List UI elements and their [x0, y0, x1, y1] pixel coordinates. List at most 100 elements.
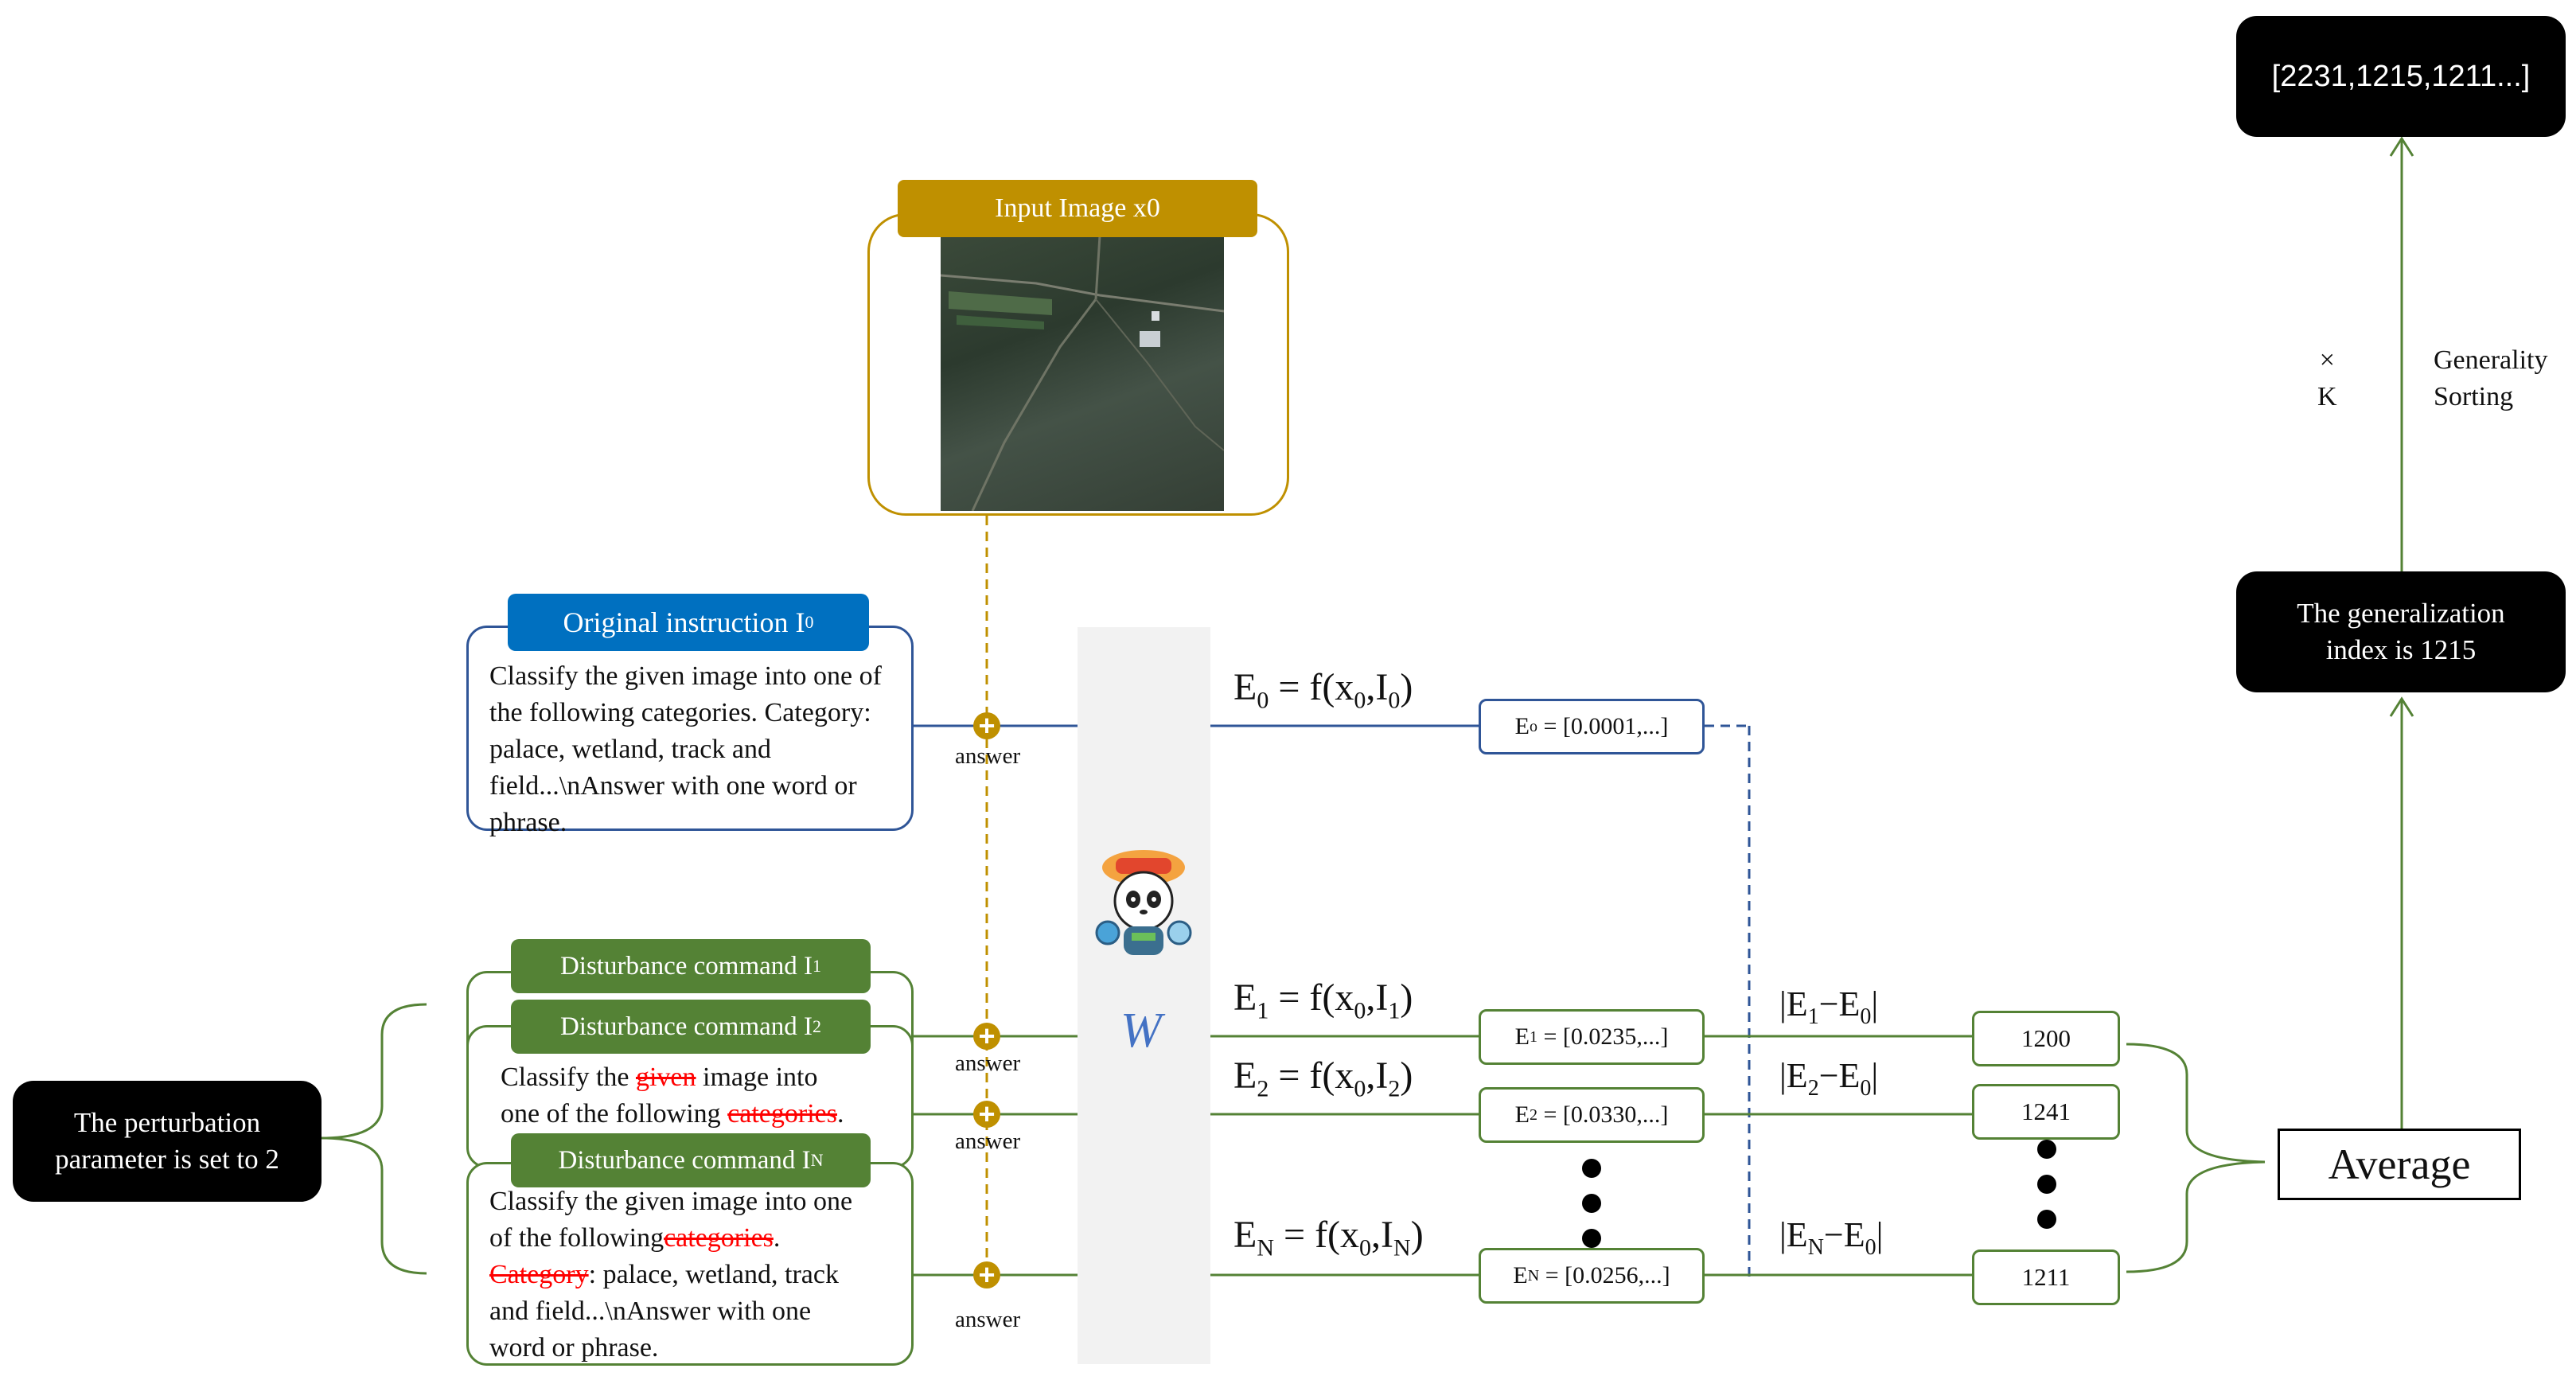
- diff2-sub: 2: [1807, 1075, 1819, 1101]
- ellipsis-dot: [2037, 1210, 2056, 1229]
- ellipsis-dot: [2037, 1175, 2056, 1194]
- times-k-label: × K: [2317, 342, 2337, 415]
- eqn-e: E: [1233, 1214, 1257, 1256]
- answer-label-n: answer: [955, 1307, 1021, 1332]
- eq2-close: ): [1400, 1055, 1413, 1097]
- eq1-i: ,I: [1366, 977, 1389, 1019]
- answer-label-2: answer: [955, 1129, 1021, 1154]
- score-box-1: 1200: [1972, 1011, 2120, 1066]
- average-box: Average: [2278, 1129, 2521, 1200]
- eqn-isub: N: [1393, 1234, 1411, 1261]
- sorting-text: Sorting: [2434, 382, 2514, 411]
- equation-2: E2 = f(x0,I2): [1233, 1054, 1413, 1103]
- dn-line3: Category: palace, wetland, track: [489, 1257, 898, 1293]
- emb1-val: = [0.0235,...]: [1543, 1023, 1669, 1050]
- score-box-n: 1211: [1972, 1249, 2120, 1305]
- model-label: W: [1120, 1004, 1162, 1058]
- perturbation-text: The perturbation parameter is set to 2: [55, 1107, 279, 1175]
- dh2-text: Disturbance command I: [559, 1012, 813, 1041]
- eq1-close: ): [1400, 977, 1413, 1019]
- d2-text-a: Classify the: [501, 1062, 629, 1092]
- eq2-i: ,I: [1366, 1055, 1389, 1097]
- eqn-rest: = f(x: [1274, 1214, 1360, 1256]
- ellipsis-dot: [1582, 1194, 1601, 1213]
- original-header-sub: 0: [805, 612, 814, 632]
- d2-text-c: one of the following: [501, 1099, 721, 1129]
- eqn-sub: N: [1257, 1234, 1274, 1261]
- perturbation-label: The perturbation parameter is set to 2: [13, 1081, 322, 1202]
- eq0-isub: 0: [1388, 687, 1401, 714]
- embn-val: = [0.0256,...]: [1545, 1262, 1670, 1288]
- panda-mascot-icon: [1084, 844, 1203, 963]
- score-box-2: 1241: [1972, 1084, 2120, 1140]
- k-symbol: K: [2317, 382, 2337, 411]
- emb1-sub: 1: [1529, 1027, 1537, 1046]
- eqn-close: ): [1410, 1214, 1424, 1256]
- d2-strike-given: given: [635, 1062, 696, 1092]
- diffn-mid: −E: [1823, 1215, 1865, 1254]
- generalization-index-box: The generalization index is 1215: [2236, 571, 2566, 692]
- dh1-text: Disturbance command I: [559, 951, 813, 980]
- eqn-x: 0: [1359, 1234, 1372, 1261]
- eq1-x: 0: [1354, 997, 1366, 1024]
- eq0-x: 0: [1354, 687, 1366, 714]
- diffn-sub0: 0: [1865, 1234, 1876, 1260]
- input-image-label: Input Image x0: [898, 180, 1257, 237]
- eq1-isub: 1: [1388, 997, 1401, 1024]
- equation-n: EN = f(x0,IN): [1233, 1213, 1424, 1262]
- diff2-post: |: [1871, 1056, 1879, 1095]
- eq0-close: ): [1400, 666, 1413, 708]
- emb0-val: = [0.0001,...]: [1543, 713, 1669, 739]
- dhn-text: Disturbance command I: [558, 1145, 811, 1175]
- plus-icon: +: [973, 711, 1000, 740]
- diff1-sub: 1: [1807, 1004, 1819, 1029]
- diff2-mid: −E: [1818, 1056, 1861, 1095]
- generality-sorting-label: Generality Sorting: [2434, 342, 2548, 415]
- eq1-rest: = f(x: [1269, 977, 1354, 1019]
- eq2-e: E: [1233, 1055, 1257, 1097]
- dn-strike-category: Category: [489, 1260, 589, 1289]
- dn-text-a: of the following: [489, 1223, 664, 1253]
- emb2-e: E: [1514, 1101, 1530, 1128]
- diffn-pre: |E: [1779, 1215, 1808, 1254]
- emb2-val: = [0.0330,...]: [1543, 1101, 1669, 1128]
- eq0-e: E: [1233, 666, 1257, 708]
- dn-text-b: .: [773, 1223, 781, 1253]
- eq0-i: ,I: [1366, 666, 1389, 708]
- original-instruction-box: Classify the given image into one of the…: [466, 626, 914, 837]
- emb0-sub: o: [1529, 717, 1537, 735]
- plus-icon: +: [973, 1100, 1000, 1129]
- ellipsis-dot: [2037, 1140, 2056, 1159]
- diffn-sub: N: [1807, 1234, 1824, 1260]
- satellite-image: [941, 236, 1224, 511]
- d2-text-b: image into: [703, 1062, 818, 1092]
- emb0-e: E: [1514, 713, 1530, 739]
- diff1-pre: |E: [1779, 984, 1808, 1023]
- disturbance-box-n: Classify the given image into one of the…: [466, 1162, 914, 1366]
- eq2-sub: 2: [1257, 1075, 1269, 1102]
- ellipsis-dot: [1582, 1159, 1601, 1178]
- eqn-i: ,I: [1371, 1214, 1394, 1256]
- diffn-post: |: [1876, 1215, 1884, 1254]
- times-symbol: ×: [2319, 345, 2335, 375]
- dn-line1: Classify the given image into one: [489, 1187, 853, 1216]
- eq2-rest: = f(x: [1269, 1055, 1354, 1097]
- dn-line2: of the followingcategories.: [489, 1220, 898, 1257]
- plus-icon: +: [973, 1022, 1000, 1051]
- dn-line4: and field...\nAnswer with one: [489, 1296, 812, 1326]
- diff2-pre: |E: [1779, 1056, 1808, 1095]
- equation-1: E1 = f(x0,I1): [1233, 976, 1413, 1025]
- plus-icon: +: [973, 1261, 1000, 1289]
- diff1-post: |: [1871, 984, 1879, 1023]
- answer-label-1: answer: [955, 1051, 1021, 1076]
- dn-strike-categories: categories: [664, 1223, 774, 1253]
- result-box: [2231,1215,1211...]: [2236, 16, 2566, 137]
- diff-n: |EN−E0|: [1779, 1214, 1883, 1261]
